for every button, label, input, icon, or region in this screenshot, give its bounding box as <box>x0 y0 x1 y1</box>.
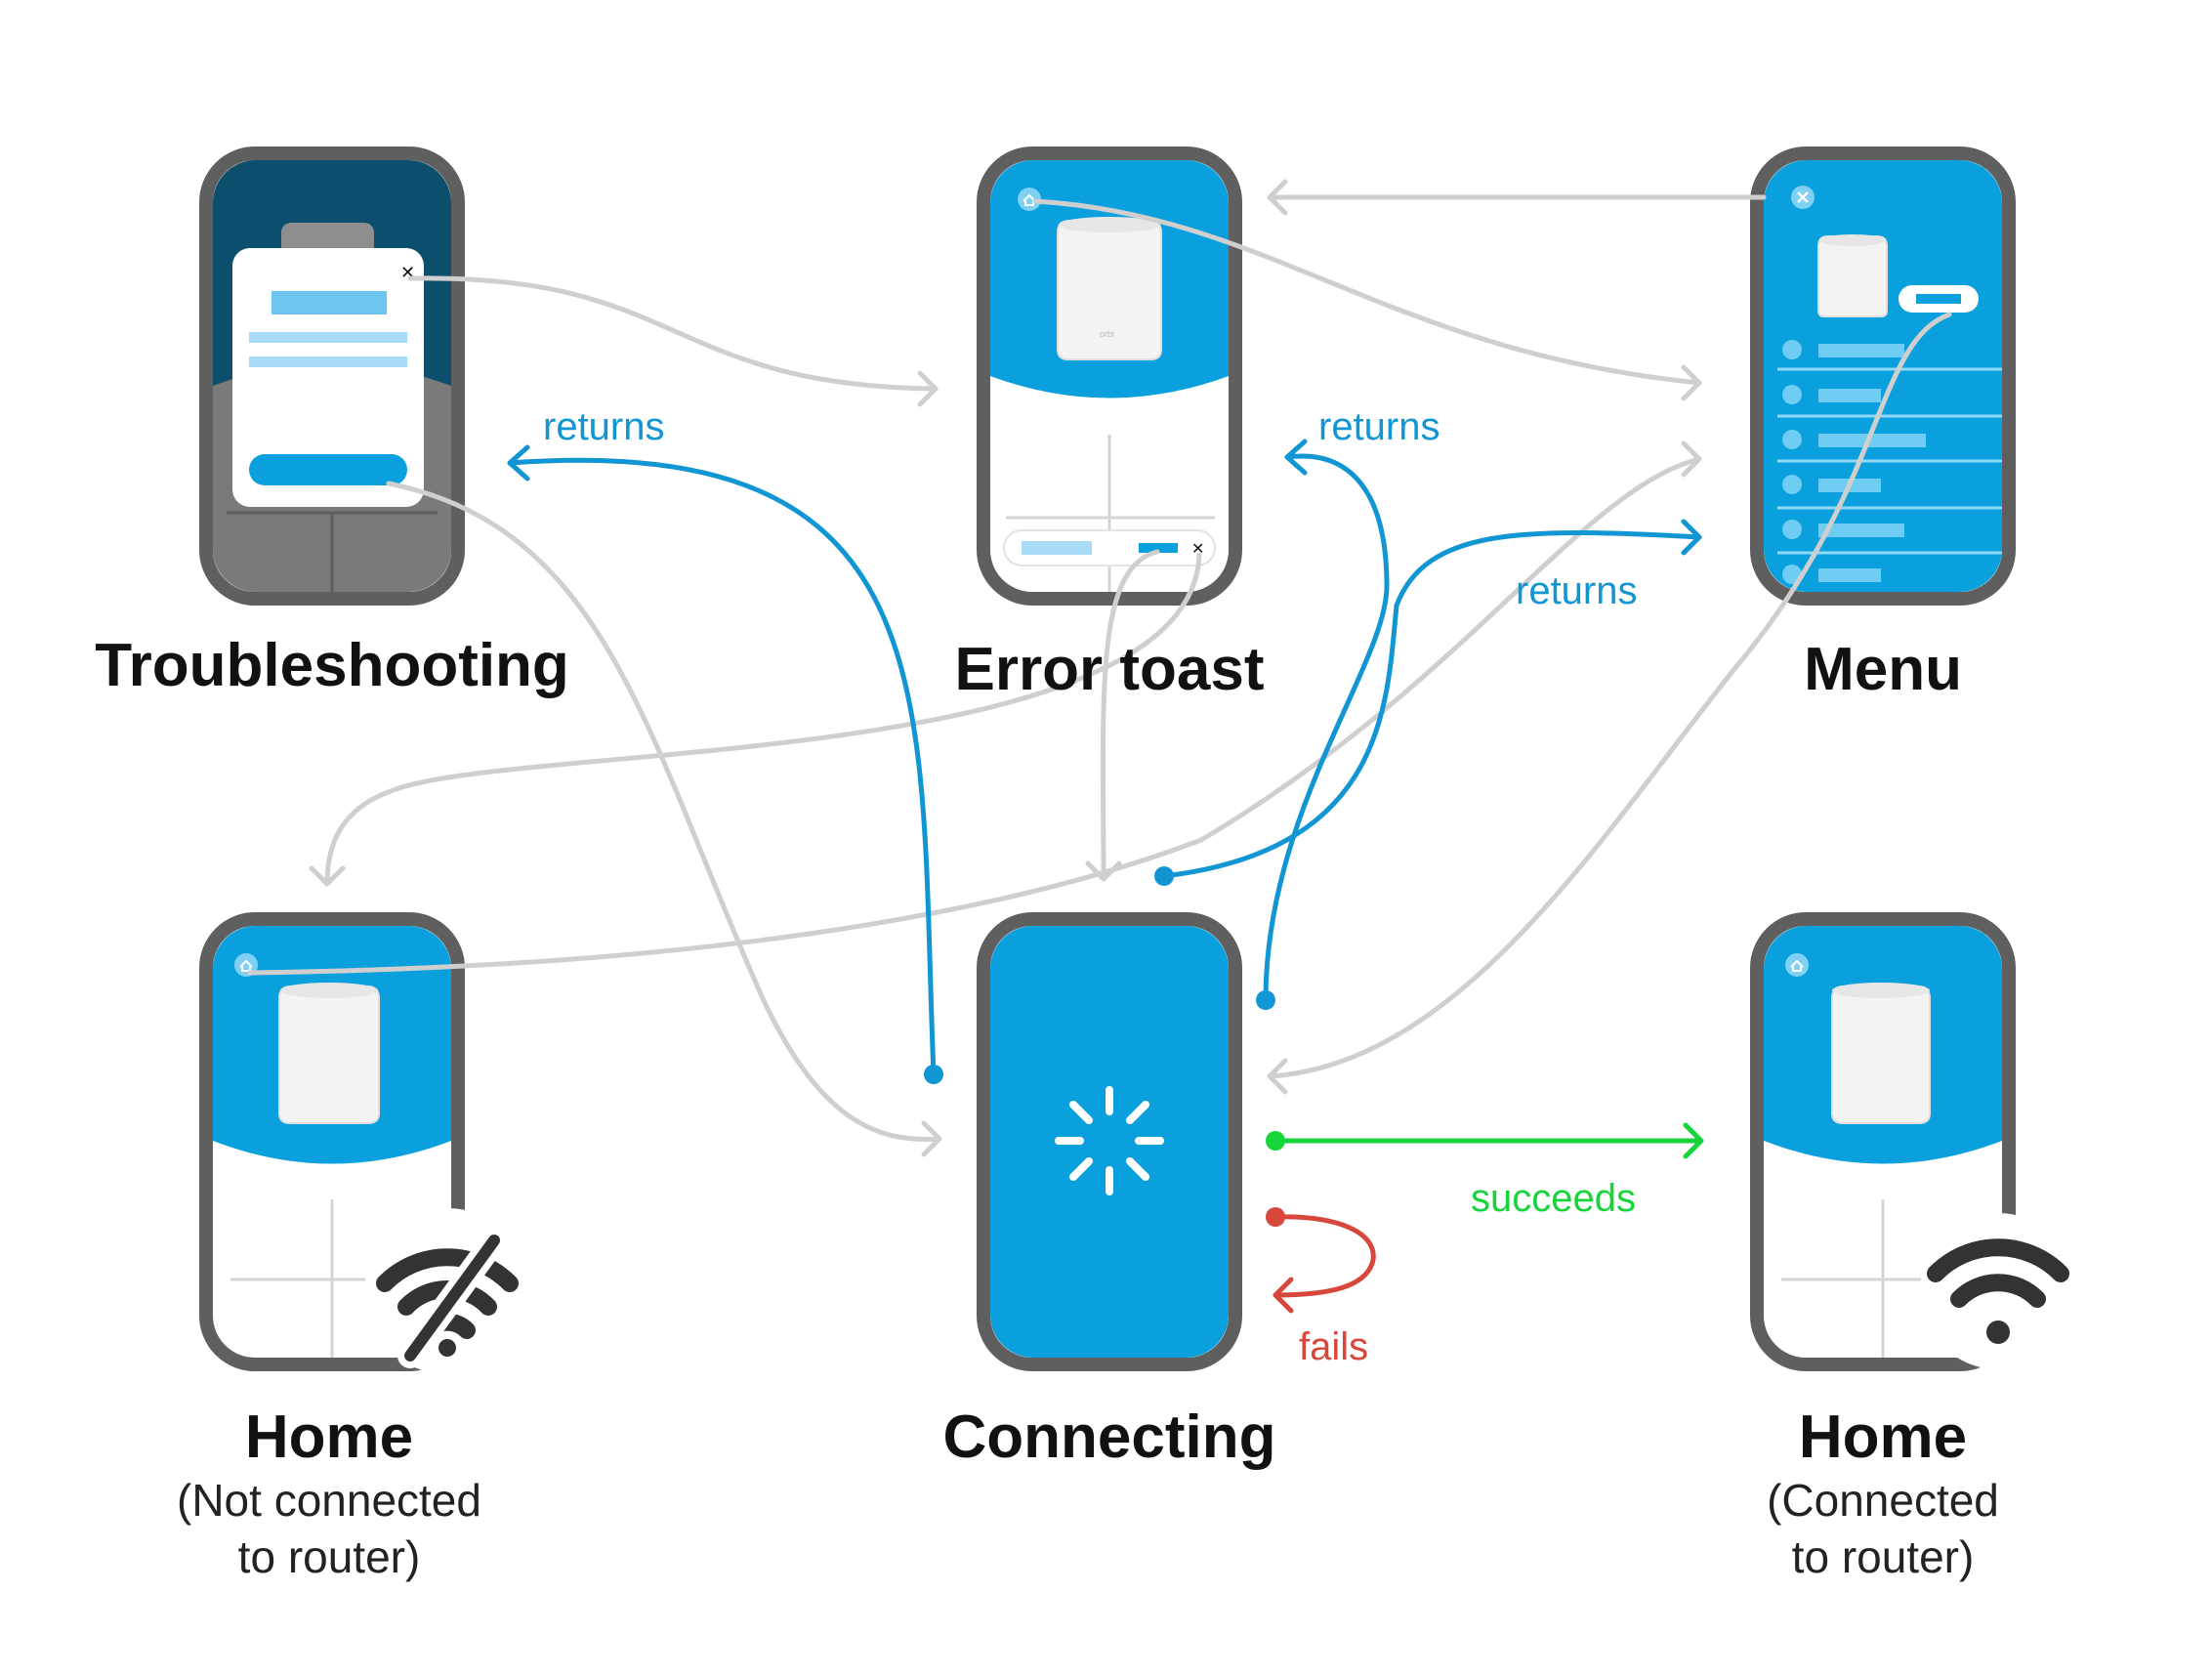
home-icon[interactable] <box>1785 953 1809 977</box>
edge-menu-to-connecting <box>1267 312 1952 1079</box>
edge-connecting-returns-to-menu <box>1161 529 1702 879</box>
error-toast: ✕ <box>1003 529 1216 566</box>
title-connecting: Connecting <box>943 1404 1276 1471</box>
arrowhead <box>1681 440 1702 478</box>
subtitle-home-disconnected-line1: (Not connected <box>177 1475 481 1526</box>
label-succeeds: succeeds <box>1471 1177 1636 1220</box>
arrowhead <box>1267 1058 1288 1095</box>
subtitle-home-connected-line2: to router) <box>1792 1531 1975 1582</box>
phone-error-toast: orbi ✕ <box>977 147 1242 606</box>
troubleshooting-dialog: ✕ <box>232 248 424 507</box>
arrowhead <box>1284 439 1308 476</box>
title-troubleshooting: Troubleshooting <box>95 632 569 699</box>
edge-error-toast-to-menu <box>1032 198 1702 386</box>
wifi-icon <box>1920 1213 2076 1369</box>
label-returns-menu: returns <box>1516 569 1638 612</box>
arrowhead <box>309 865 346 887</box>
arrowhead <box>507 444 530 482</box>
router-image <box>1831 983 1931 1124</box>
title-error-toast: Error toast <box>955 636 1265 703</box>
label-returns-error-toast: returns <box>1318 405 1440 448</box>
router-image <box>278 983 380 1124</box>
spinner-icon <box>1055 1086 1164 1195</box>
edge-connecting-returns-to-troubleshooting <box>507 457 937 1077</box>
edge-error-toast-to-home-disconnected <box>324 552 1202 887</box>
label-returns-troubleshooting: returns <box>543 405 665 448</box>
arrowhead <box>921 1120 942 1157</box>
router-image-small <box>1817 234 1888 317</box>
close-icon[interactable] <box>1791 186 1815 209</box>
router-image: orbi <box>1057 217 1162 360</box>
title-home-disconnected: Home <box>245 1404 413 1471</box>
toast-retry-button[interactable] <box>1139 543 1178 553</box>
arrowhead <box>1681 519 1702 556</box>
outcome-transitions <box>1266 1122 1704 1314</box>
edge-connecting-returns-to-error-toast <box>1263 453 1390 1003</box>
arrowhead <box>917 370 939 407</box>
router-brand-label: orbi <box>1100 329 1114 339</box>
subtitle-home-connected-line1: (Connected <box>1767 1475 1999 1526</box>
phone-connecting <box>977 912 1242 1371</box>
dialog-action-button[interactable] <box>249 454 407 485</box>
arrowhead <box>1681 364 1702 401</box>
edge-home-disconnected-to-menu <box>247 456 1702 976</box>
phone-troubleshooting: ✕ <box>199 147 465 606</box>
edge-troubleshooting-to-connecting <box>386 481 942 1142</box>
label-fails: fails <box>1299 1325 1368 1368</box>
phone-menu <box>1750 147 2016 606</box>
arrowhead <box>1683 1122 1704 1159</box>
edge-connecting-fails-loop <box>1273 1214 1376 1298</box>
phone-home-connected <box>1750 912 2076 1371</box>
edge-error-toast-to-connecting <box>1100 549 1160 882</box>
title-menu: Menu <box>1804 636 1962 703</box>
edge-troubleshooting-to-error-toast <box>407 275 939 392</box>
title-home-connected: Home <box>1799 1404 1967 1471</box>
subtitle-home-disconnected-line2: to router) <box>238 1531 421 1582</box>
gray-transitions <box>247 179 1952 1157</box>
phone-home-disconnected <box>199 912 530 1374</box>
arrowhead <box>1273 1277 1294 1314</box>
return-transitions <box>507 439 1702 1084</box>
wifi-off-icon <box>364 1208 530 1374</box>
arrowhead <box>1267 179 1288 216</box>
